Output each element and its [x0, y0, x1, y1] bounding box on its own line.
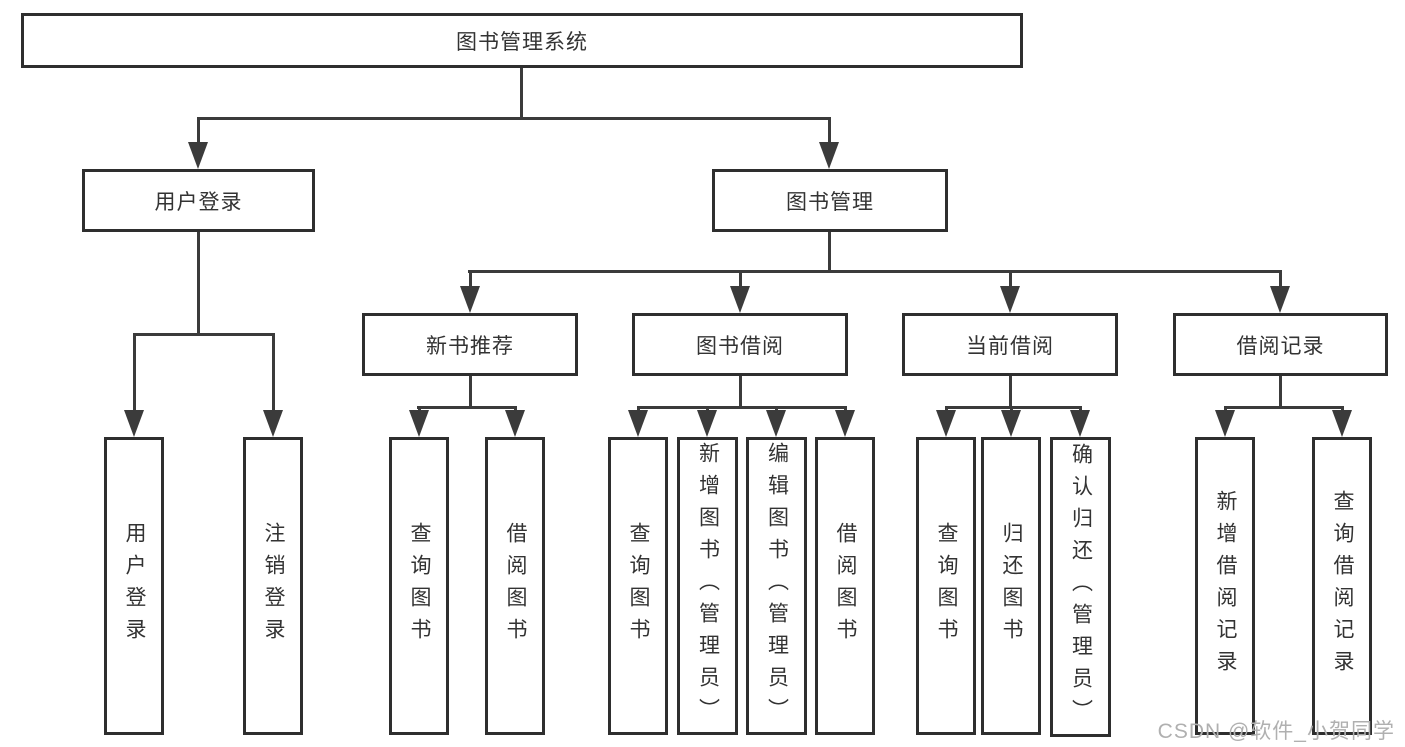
arrow-down-icon — [697, 410, 717, 437]
leaf-label: 借阅图书 — [504, 522, 528, 650]
arrow-down-icon — [936, 410, 956, 437]
connector-leaf-stem — [272, 333, 275, 415]
arrow-down-icon — [1070, 410, 1090, 437]
arrow-down-icon — [460, 286, 480, 313]
csdn-watermark: CSDN @软件_小贺同学 — [1157, 720, 1395, 743]
arrow-down-icon — [124, 410, 144, 437]
connector-level3-stem — [1009, 270, 1012, 290]
arrow-down-icon — [835, 410, 855, 437]
leaf-label: 查询图书 — [935, 522, 959, 650]
node-root: 图书管理系统 — [21, 13, 1023, 68]
connector-book-borrow-hline — [637, 406, 847, 409]
node-borrow-records: 借阅记录 — [1173, 313, 1388, 376]
node-book-management: 图书管理 — [712, 169, 948, 232]
leaf-query-books-borrow: 查询图书 — [608, 437, 668, 735]
leaf-label: 归还图书 — [1000, 522, 1024, 650]
leaf-confirm-return-admin: 确认归还（管理员） — [1050, 437, 1111, 737]
connector-current-borrow-hline — [945, 406, 1082, 409]
connector-user-login-stem — [197, 117, 200, 145]
arrow-down-icon — [188, 142, 208, 169]
connector-book-borrow-vline — [739, 376, 742, 409]
arrow-down-icon — [505, 410, 525, 437]
leaf-label: 查询图书 — [408, 522, 432, 650]
arrow-down-icon — [730, 286, 750, 313]
leaf-label: 新增借阅记录 — [1214, 490, 1238, 682]
leaf-add-borrow-record: 新增借阅记录 — [1195, 437, 1255, 735]
connector-user-login-hline — [133, 333, 275, 336]
arrow-down-icon — [819, 142, 839, 169]
connector-level3-stem — [739, 270, 742, 290]
arrow-down-icon — [1270, 286, 1290, 313]
leaf-query-borrow-record: 查询借阅记录 — [1312, 437, 1372, 735]
node-book-borrow: 图书借阅 — [632, 313, 848, 376]
connector-root-vline — [520, 68, 523, 120]
leaf-borrow-books: 借阅图书 — [815, 437, 875, 735]
leaf-label: 新增图书（管理员） — [696, 442, 720, 730]
leaf-label: 借阅图书 — [834, 522, 858, 650]
arrow-down-icon — [766, 410, 786, 437]
node-current-borrow: 当前借阅 — [902, 313, 1118, 376]
node-user-login: 用户登录 — [82, 169, 315, 232]
leaf-query-books-recommend: 查询图书 — [389, 437, 449, 735]
arrow-down-icon — [628, 410, 648, 437]
connector-borrow-records-vline — [1279, 376, 1282, 409]
connector-user-login-vline — [197, 232, 200, 336]
leaf-label: 注销登录 — [262, 522, 286, 650]
connector-level3-stem — [469, 270, 472, 290]
leaf-borrow-books-recommend: 借阅图书 — [485, 437, 545, 735]
leaf-label: 查询借阅记录 — [1331, 490, 1355, 682]
connector-book-mgmt-vline — [828, 232, 831, 272]
connector-book-mgmt-hline — [468, 270, 1282, 273]
connector-borrow-records-hline — [1224, 406, 1344, 409]
arrow-down-icon — [409, 410, 429, 437]
arrow-down-icon — [1001, 410, 1021, 437]
connector-new-book-hline — [417, 406, 517, 409]
connector-leaf-stem — [133, 333, 136, 415]
leaf-logout: 注销登录 — [243, 437, 303, 735]
connector-level3-stem — [1279, 270, 1282, 290]
leaf-return-books: 归还图书 — [981, 437, 1041, 735]
connector-root-hline — [197, 117, 831, 120]
arrow-down-icon — [1215, 410, 1235, 437]
connector-new-book-vline — [469, 376, 472, 409]
leaf-user-login: 用户登录 — [104, 437, 164, 735]
connector-current-borrow-vline — [1009, 376, 1012, 409]
arrow-down-icon — [263, 410, 283, 437]
arrow-down-icon — [1000, 286, 1020, 313]
leaf-label: 确认归还（管理员） — [1069, 443, 1093, 731]
leaf-label: 编辑图书（管理员） — [765, 442, 789, 730]
connector-book-mgmt-stem — [828, 117, 831, 145]
leaf-edit-books-admin: 编辑图书（管理员） — [746, 437, 807, 735]
leaf-label: 查询图书 — [627, 522, 651, 650]
leaf-query-books-current: 查询图书 — [916, 437, 976, 735]
arrow-down-icon — [1332, 410, 1352, 437]
leaf-label: 用户登录 — [123, 522, 147, 650]
leaf-add-books-admin: 新增图书（管理员） — [677, 437, 738, 735]
node-new-book-recommend: 新书推荐 — [362, 313, 578, 376]
